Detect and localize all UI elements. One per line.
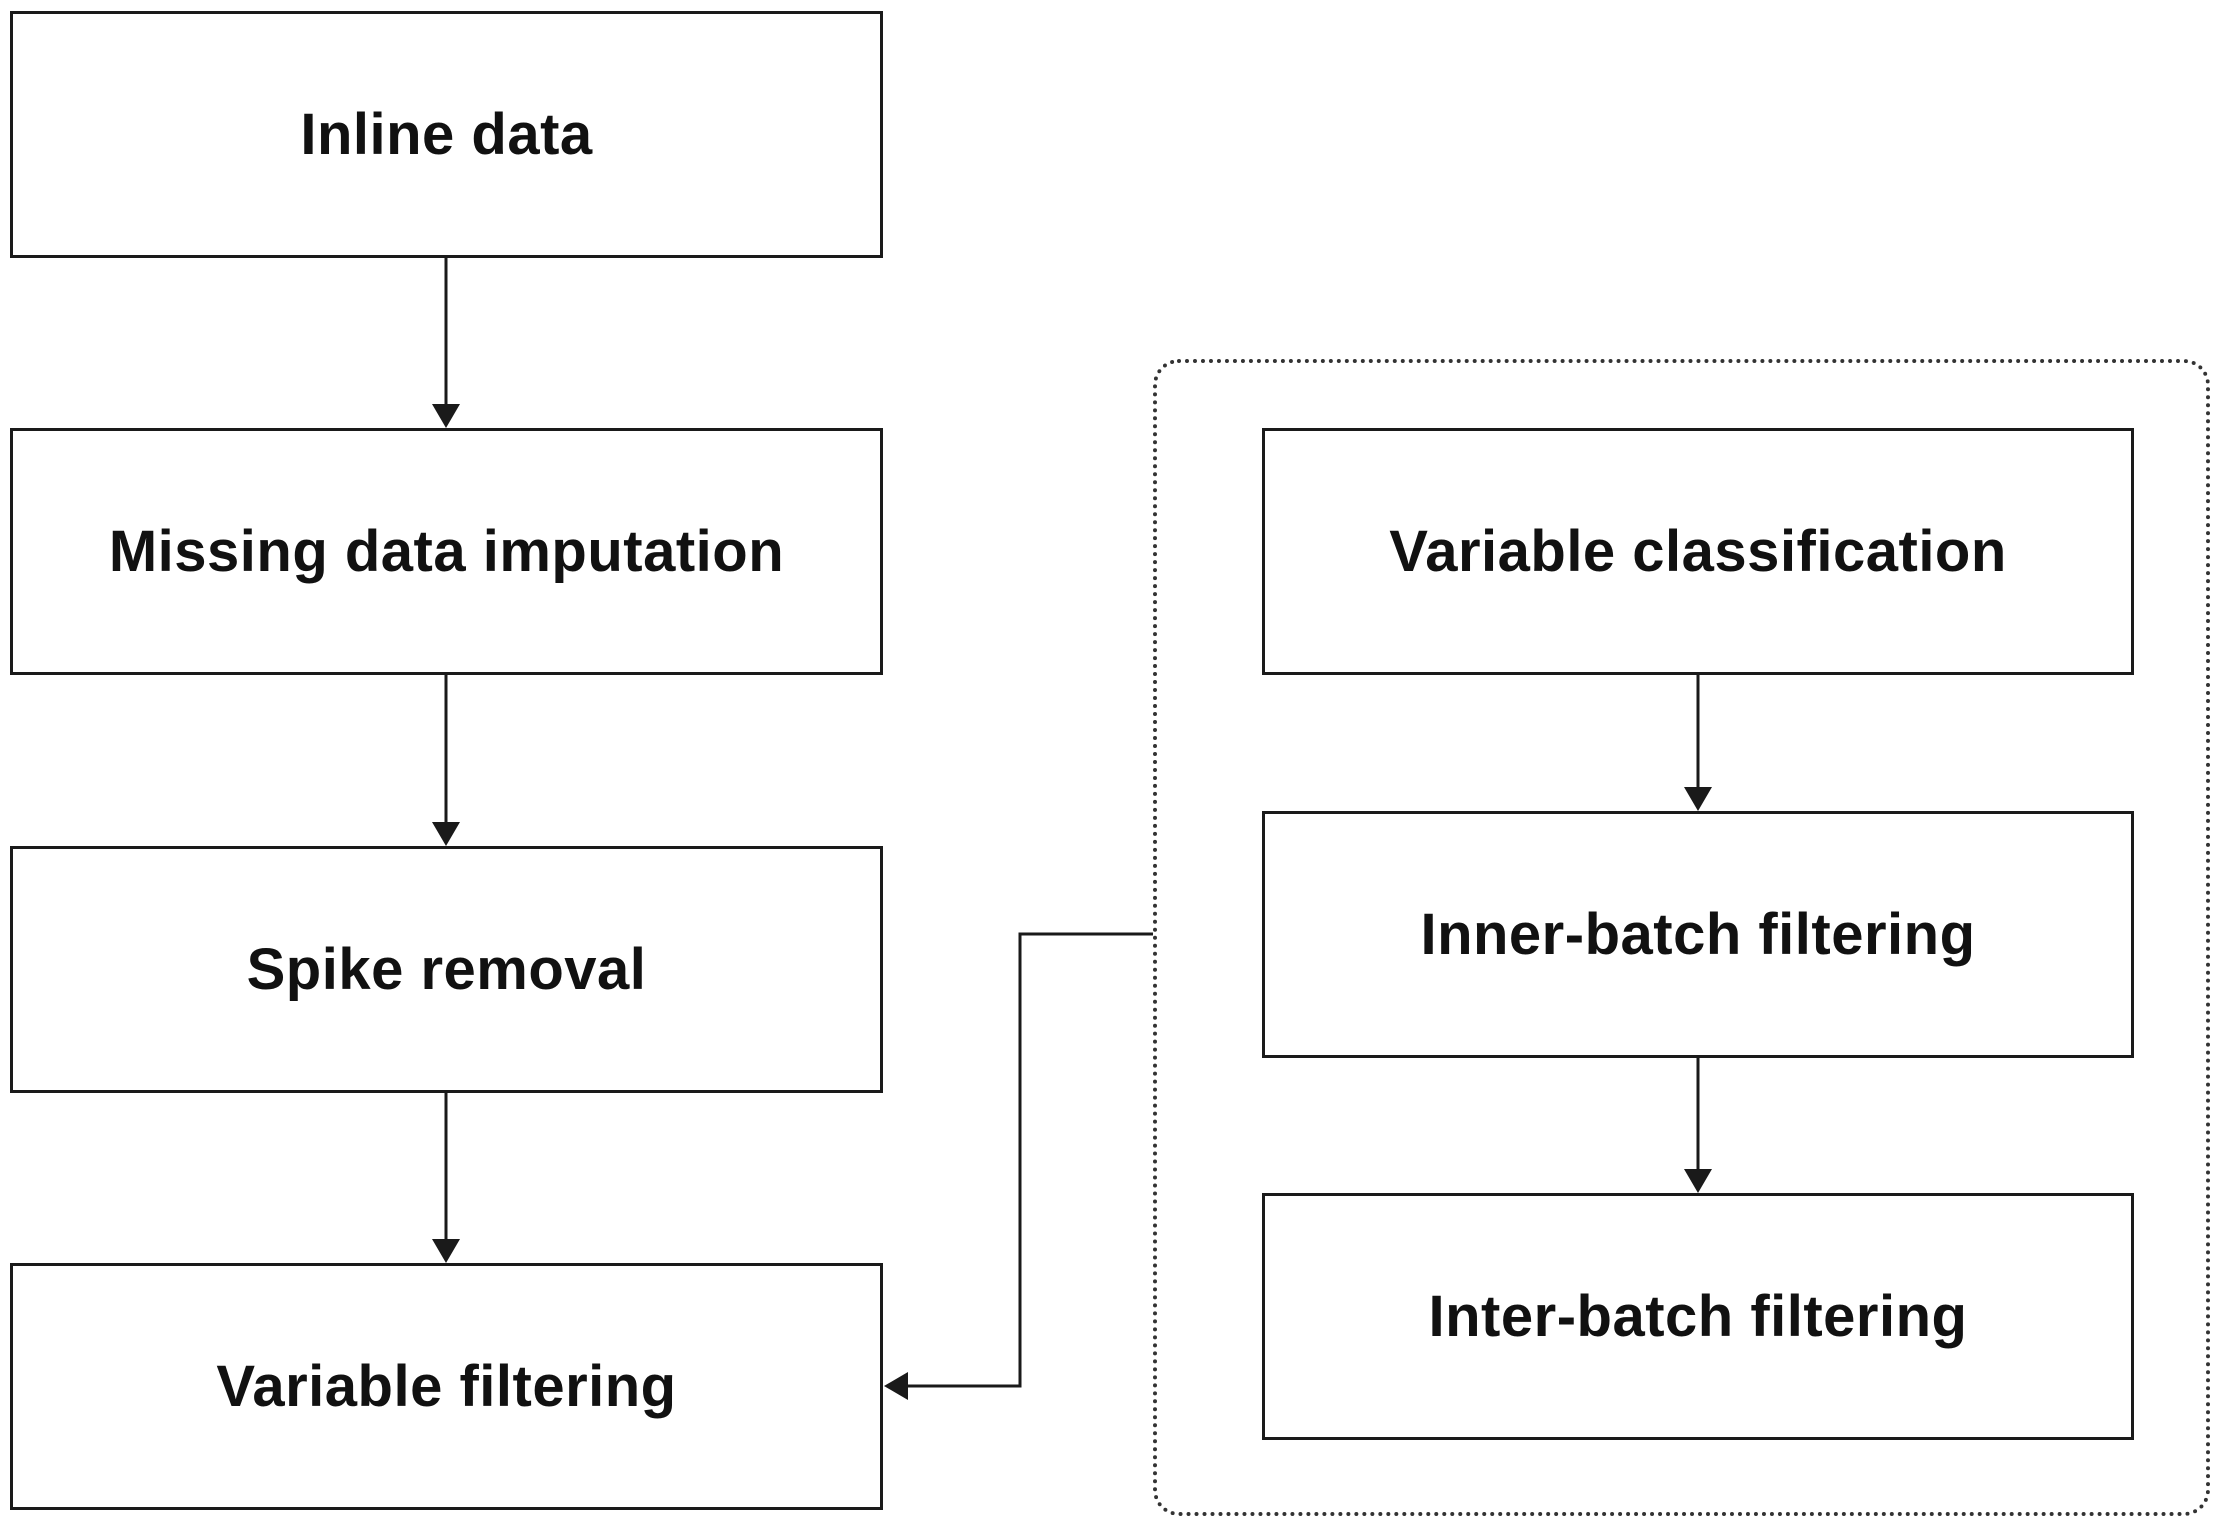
step-label: Missing data imputation [108,519,785,584]
step-inter-batch-filtering: Inter-batch filtering [1262,1193,2134,1440]
variable-filtering-detail-group [1153,359,2210,1516]
arrow-detail-group-to-variable-filtering [884,932,1153,1400]
step-inline-data: Inline data [10,11,883,258]
step-spike-removal: Spike removal [10,846,883,1093]
step-label: Variable filtering [216,1354,677,1419]
arrow-spike-to-variable-filtering [432,1093,460,1263]
step-label: Inner-batch filtering [1420,902,1976,967]
step-label: Spike removal [246,937,647,1002]
arrow-missing-to-spike [432,675,460,846]
step-missing-data-imputation: Missing data imputation [10,428,883,675]
step-label: Variable classification [1389,519,2007,584]
arrow-inline-to-missing [432,258,460,428]
step-label: Inter-batch filtering [1428,1284,1968,1349]
step-label: Inline data [300,102,593,167]
step-inner-batch-filtering: Inner-batch filtering [1262,811,2134,1058]
step-variable-classification: Variable classification [1262,428,2134,675]
step-variable-filtering: Variable filtering [10,1263,883,1510]
